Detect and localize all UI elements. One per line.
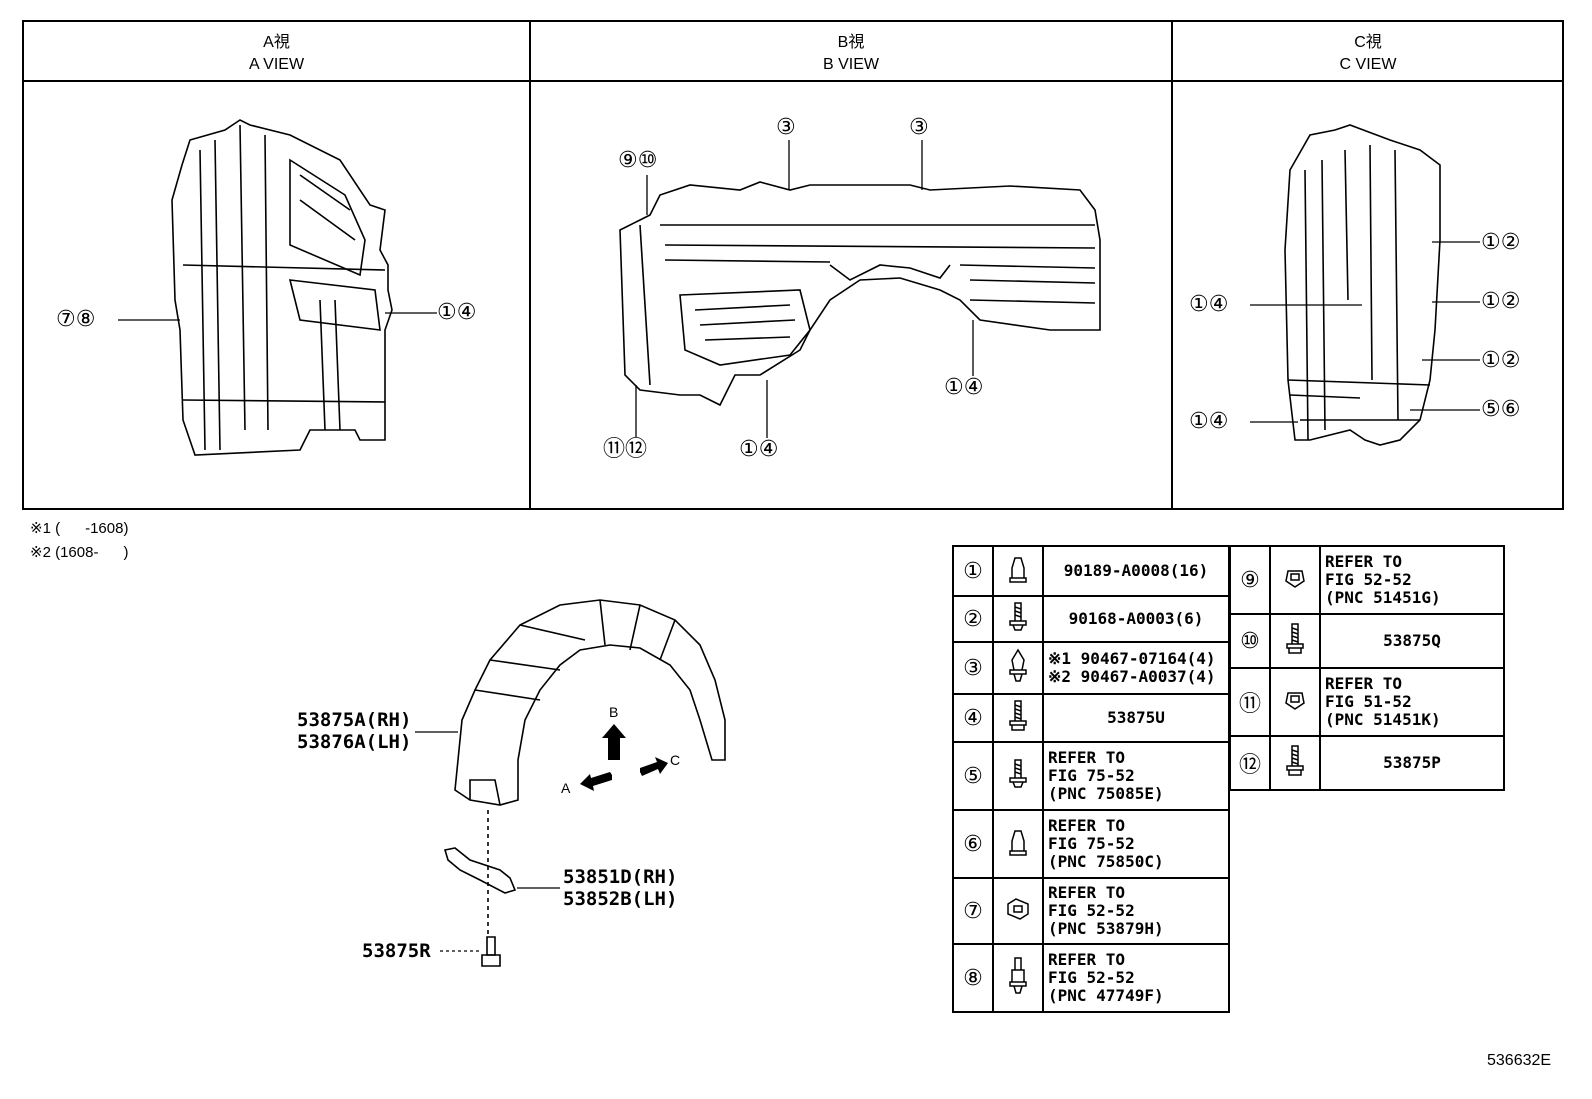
legend-number: ⑤ [952,741,994,811]
note-1: ※1 ( -1608) [30,520,129,537]
arrow-c-label: C [670,752,681,768]
callout-1-4: ①④ [1189,409,1229,434]
callout-1-4: ①④ [944,375,984,400]
direction-arrows [580,724,668,791]
legend-row: ⑨ REFER TO FIG 52-52 (PNC 51451G) [1229,545,1505,615]
legend-part-text: 53875P [1319,735,1505,791]
legend-table-left: ① 90189-A0008(16) ② 90168-A0003(6) ③ ※1 90467… [952,545,1230,1013]
legend-part-text: REFER TO FIG 75-52 (PNC 75085E) [1042,741,1230,811]
legend-number: ⑨ [1229,545,1271,615]
arrow-b-label: B [609,704,619,720]
legend-part-text: ※1 90467-07164(4) ※2 90467-A0037(4) [1042,641,1230,695]
note-2: ※2 (1608- ) [30,544,129,561]
legend-part-text: REFER TO FIG 51-52 (PNC 51451K) [1319,667,1505,737]
legend-row: ⑫ 53875P [1229,735,1505,791]
legend-row: ⑧ REFER TO FIG 52-52 (PNC 47749F) [952,943,1230,1013]
legend-row: ⑩ 53875Q [1229,613,1505,669]
legend-row: ④ 53875U [952,693,1230,743]
legend-number: ① [952,545,994,597]
bolt-drawing [481,936,501,967]
callout-9-10: ⑨⑩ [618,148,658,173]
clip-icon [992,545,1044,597]
legend-number: ⑩ [1229,613,1271,669]
nut-icon [1269,545,1321,615]
legend-part-text: 90168-A0003(6) [1042,595,1230,643]
figure-code: 536632E [1487,1052,1552,1069]
callout-1-4: ①④ [437,300,477,325]
screw-icon [992,595,1044,643]
legend-part-text: 53875Q [1319,613,1505,669]
legend-number: ⑪ [1229,667,1271,737]
legend-number: ④ [952,693,994,743]
callout-1-4: ①④ [1189,292,1229,317]
legend-number: ⑫ [1229,735,1271,791]
legend-row: ② 90168-A0003(6) [952,595,1230,643]
push-clip-icon [992,641,1044,695]
legend-part-text: 53875U [1042,693,1230,743]
stud-clip-icon [992,943,1044,1013]
legend-part-text: REFER TO FIG 52-52 (PNC 47749F) [1042,943,1230,1013]
screw-icon [992,741,1044,811]
c-view-liner-drawing [1284,124,1441,446]
header-divider [24,80,1562,82]
legend-row: ③ ※1 90467-07164(4) ※2 90467-A0037(4) [952,641,1230,695]
legend-row: ⑪ REFER TO FIG 51-52 (PNC 51451K) [1229,667,1505,737]
callout-7-8: ⑦⑧ [56,307,96,332]
leader-lines [118,140,1480,952]
legend-part-text: REFER TO FIG 52-52 (PNC 51451G) [1319,545,1505,615]
legend-number: ⑥ [952,809,994,879]
retainer-icon [992,877,1044,945]
legend-part-text: REFER TO FIG 75-52 (PNC 75850C) [1042,809,1230,879]
arrow-b [602,724,626,760]
b-view-liner-drawing [619,181,1101,407]
legend-row: ⑤ REFER TO FIG 75-52 (PNC 75085E) [952,741,1230,811]
callout-3: ③ [909,115,929,140]
callout-5-6: ⑤⑥ [1481,397,1521,422]
legend-row: ① 90189-A0008(16) [952,545,1230,597]
legend-number: ③ [952,641,994,695]
view-divider [1171,22,1173,508]
legend-row: ⑥ REFER TO FIG 75-52 (PNC 75850C) [952,809,1230,879]
part-label-liner: 53875A(RH) 53876A(LH) [297,709,412,753]
bolt-icon [1269,613,1321,669]
legend-row: ⑦ REFER TO FIG 52-52 (PNC 53879H) [952,877,1230,945]
callout-1-4: ①④ [739,437,779,462]
part-label-bracket: 53851D(RH) 53852B(LH) [563,866,678,910]
callout-1-2: ①② [1481,230,1521,255]
legend-part-text: REFER TO FIG 52-52 (PNC 53879H) [1042,877,1230,945]
main-liner-drawing [454,599,726,806]
part-label-bolt: 53875R [362,940,431,962]
nut-icon [1269,667,1321,737]
legend-number: ② [952,595,994,643]
bracket-drawing [443,847,517,894]
view-divider [529,22,531,508]
arrow-c [640,757,668,776]
callout-1-2: ①② [1481,348,1521,373]
legend-number: ⑧ [952,943,994,1013]
bolt-icon [1269,735,1321,791]
legend-part-text: 90189-A0008(16) [1042,545,1230,597]
callout-1-2: ①② [1481,289,1521,314]
clip-icon [992,809,1044,879]
a-view-liner-drawing [171,119,393,456]
callout-11-12: ⑪⑫ [603,437,648,462]
bolt-icon [992,693,1044,743]
legend-number: ⑦ [952,877,994,945]
callout-3: ③ [776,115,796,140]
arrow-a [580,772,612,791]
arrow-a-label: A [561,780,571,796]
